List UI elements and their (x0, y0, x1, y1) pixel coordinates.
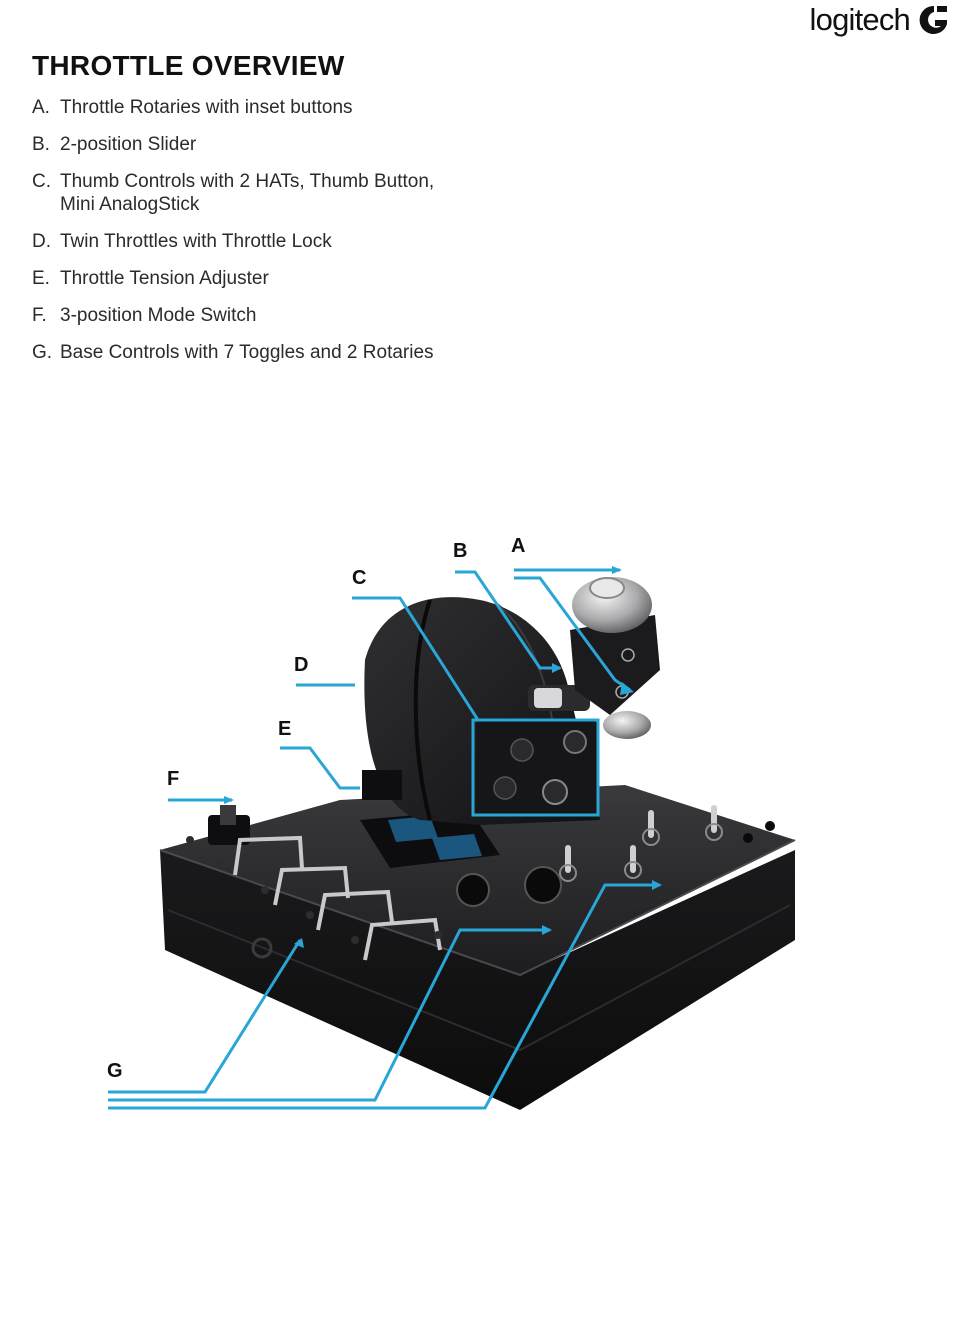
logitech-g-icon (919, 5, 947, 34)
item-text: 3-position Mode Switch (60, 305, 257, 326)
item-text: 2-position Slider (60, 134, 197, 155)
callout-label-e: E (278, 718, 292, 740)
list-item: B. 2-position Slider (32, 133, 512, 156)
item-text: Throttle Rotaries with inset buttons (60, 97, 353, 118)
page-title: THROTTLE OVERVIEW (32, 50, 345, 81)
item-letter: B. (32, 134, 50, 155)
feature-list: A. Throttle Rotaries with inset buttons B… (32, 96, 512, 378)
item-letter: F. (32, 305, 47, 326)
callout-label-a: A (511, 535, 526, 557)
throttle-figure: A B C D E F G (0, 520, 960, 1140)
logo-wordmark: logitech (809, 2, 911, 37)
item-letter: E. (32, 268, 50, 289)
list-item: F. 3-position Mode Switch (32, 304, 512, 327)
item-text: Base Controls with 7 Toggles and 2 Rotar… (60, 342, 434, 363)
list-item: G. Base Controls with 7 Toggles and 2 Rot… (32, 341, 512, 364)
callout-label-b: B (453, 540, 468, 562)
throttle-device-illustration (108, 566, 796, 1110)
item-letter: A. (32, 97, 50, 118)
list-item: A. Throttle Rotaries with inset buttons (32, 96, 512, 119)
item-text: Thumb Controls with 2 HATs, Thumb Button… (60, 171, 435, 215)
list-item: E. Throttle Tension Adjuster (32, 267, 512, 290)
item-text: Twin Throttles with Throttle Lock (60, 231, 332, 252)
callout-label-c: C (352, 567, 367, 589)
list-item: C. Thumb Controls with 2 HATs, Thumb Butt… (32, 170, 512, 216)
item-letter: D. (32, 231, 51, 252)
list-item: D. Twin Throttles with Throttle Lock (32, 230, 512, 253)
callout-label-f: F (167, 768, 180, 790)
callout-label-g: G (107, 1060, 123, 1082)
item-letter: C. (32, 171, 51, 192)
logitech-logo: logitech (810, 0, 952, 40)
callout-label-d: D (294, 654, 309, 676)
item-letter: G. (32, 342, 53, 363)
item-text: Throttle Tension Adjuster (60, 268, 269, 289)
